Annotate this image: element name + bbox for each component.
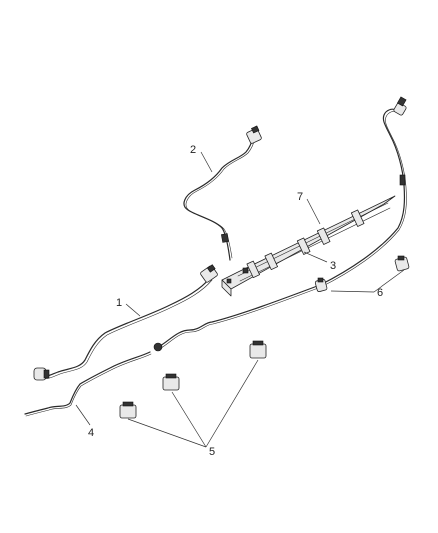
- callout-6: 6: [377, 287, 383, 299]
- rail-bracket-part-3: [221, 195, 396, 297]
- callout-4: 4: [88, 427, 94, 439]
- callout-1: 1: [116, 297, 122, 309]
- clip-part-6: [314, 255, 410, 293]
- clip-part-5: [119, 340, 267, 419]
- leader-lines: [75, 151, 405, 448]
- tube-part-1: [33, 264, 218, 381]
- callout-2: 2: [190, 144, 196, 156]
- callout-7: 7: [297, 191, 303, 203]
- tube-main-long: [153, 96, 407, 352]
- callout-5: 5: [209, 446, 215, 458]
- tube-part-2: [183, 125, 262, 261]
- callout-3: 3: [330, 260, 336, 272]
- tube-part-4: [24, 351, 152, 417]
